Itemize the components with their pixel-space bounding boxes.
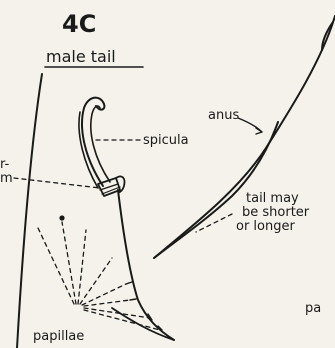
- figure-title: male tail: [46, 47, 116, 66]
- papilla-mark: [130, 299, 136, 300]
- tail-note-line3: or longer: [236, 219, 295, 234]
- tail-note-line2: be shorter: [242, 205, 310, 220]
- tail-tip-inner: [112, 308, 174, 340]
- papilla-mark: [126, 282, 132, 284]
- spicula-label: spicula: [143, 133, 189, 148]
- gubernaculum-leader: [14, 178, 100, 188]
- papillae-leader: [84, 310, 160, 330]
- papillae-leader: [62, 222, 76, 304]
- papillae-leader: [78, 230, 86, 304]
- papillae-label: papillae: [33, 329, 84, 344]
- right-partial-label: pa: [305, 301, 321, 316]
- gubernaculum-label-line2: m: [0, 171, 13, 186]
- papilla-dot: [59, 215, 64, 220]
- figure-number: 4C: [62, 10, 96, 38]
- papillae-leaders: [38, 222, 160, 330]
- tail-note-line1: tail may: [246, 191, 299, 206]
- papillae-leader: [38, 228, 74, 304]
- papillae-leader: [80, 258, 112, 304]
- anus-label: anus: [208, 108, 239, 123]
- gubernaculum-label-line1: r-: [0, 157, 10, 172]
- tail-body-left-edge: [17, 74, 42, 348]
